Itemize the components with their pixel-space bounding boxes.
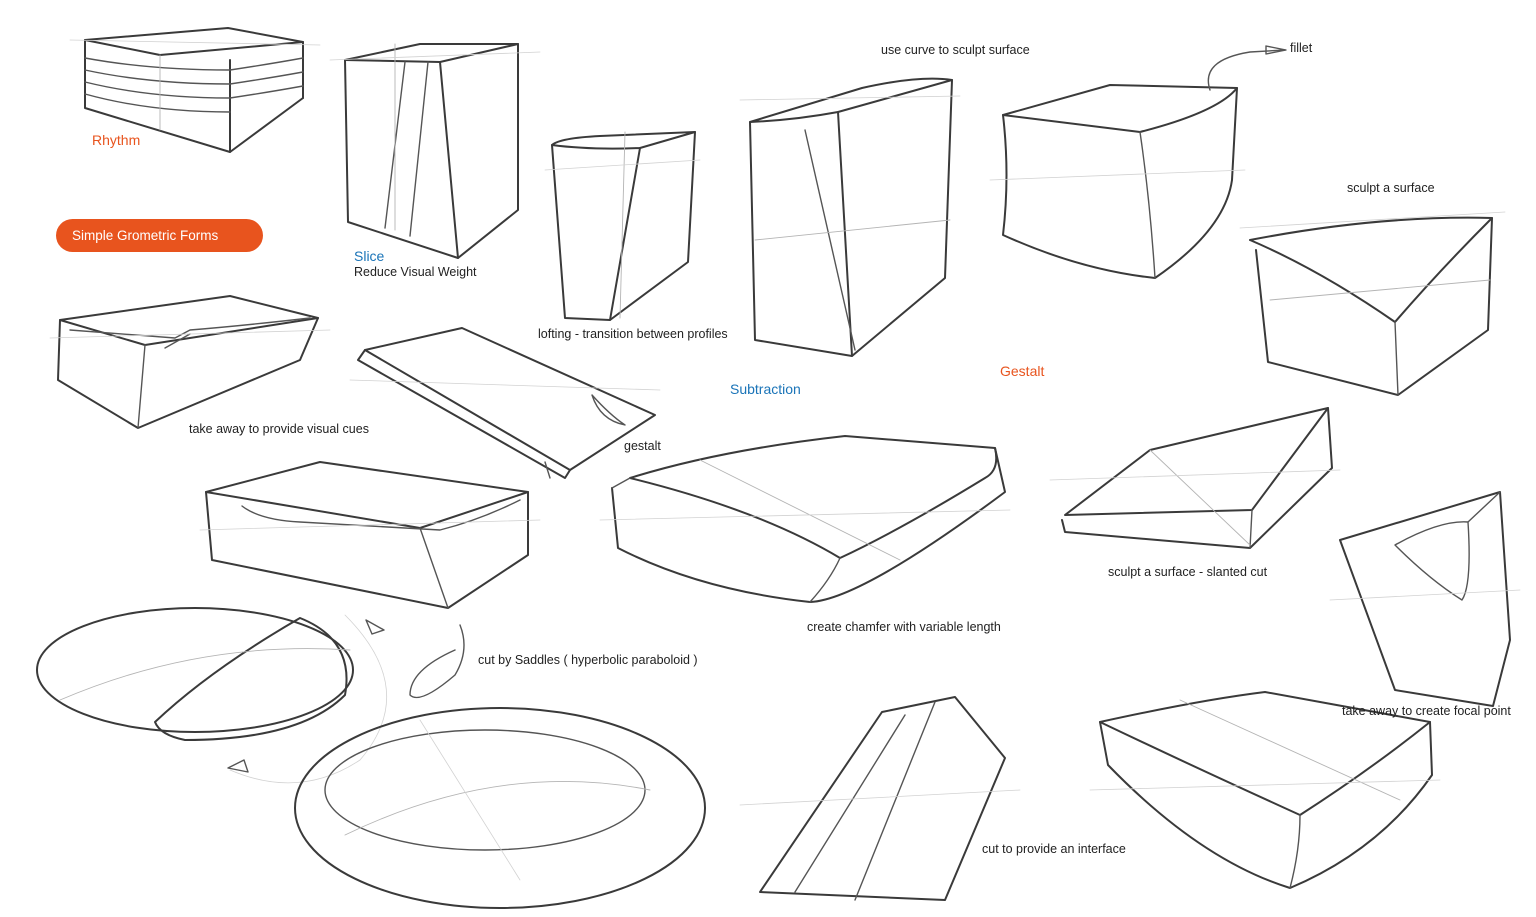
sketch-rhythm-stack xyxy=(69,27,321,153)
sketch-visual-cues-slab xyxy=(49,295,331,429)
sketch-grooved-slab xyxy=(199,461,541,609)
heading-rhythm: Rhythm xyxy=(92,132,141,148)
caption-sculpt-surface: sculpt a surface xyxy=(1347,181,1435,195)
sketch-slice-block xyxy=(329,43,541,259)
heading-subtraction: Subtraction xyxy=(730,381,801,397)
caption-lofting: lofting - transition between profiles xyxy=(538,327,728,341)
caption-focal-point: take away to create focal point xyxy=(1342,704,1511,718)
sketch-focal-wedge xyxy=(1329,491,1521,707)
sketch-fillet-cube xyxy=(989,45,1287,279)
sketch-sculpt-surface xyxy=(1239,211,1506,396)
sketch-large-ellipse xyxy=(294,707,706,909)
sketch-curved-block xyxy=(739,77,961,357)
caption-fillet: fillet xyxy=(1290,41,1313,55)
simple-geometric-forms-badge: Simple Grometric Forms xyxy=(56,219,263,252)
sketch-saddle-ellipse xyxy=(36,607,465,784)
caption-use-curve: use curve to sculpt surface xyxy=(881,43,1030,57)
sketch-interface-cut xyxy=(739,696,1021,901)
caption-gestalt: gestalt xyxy=(624,439,661,453)
sketch-slanted-cut xyxy=(1049,407,1341,549)
sketch-gestalt-sheet xyxy=(349,327,661,479)
caption-interface: cut to provide an interface xyxy=(982,842,1126,856)
caption-reduce-visual-weight: Reduce Visual Weight xyxy=(354,265,477,279)
heading-gestalt: Gestalt xyxy=(1000,363,1045,379)
heading-slice: Slice xyxy=(354,248,385,264)
caption-saddles: cut by Saddles ( hyperbolic paraboloid ) xyxy=(478,653,698,667)
sketch-lofting-form xyxy=(544,131,701,321)
sketch-rounded-slab xyxy=(1089,691,1441,889)
caption-chamfer: create chamfer with variable length xyxy=(807,620,1001,634)
sketch-chamfer-slab xyxy=(599,435,1011,603)
caption-sculpt-slanted: sculpt a surface - slanted cut xyxy=(1108,565,1268,579)
caption-take-away-cues: take away to provide visual cues xyxy=(189,422,369,436)
